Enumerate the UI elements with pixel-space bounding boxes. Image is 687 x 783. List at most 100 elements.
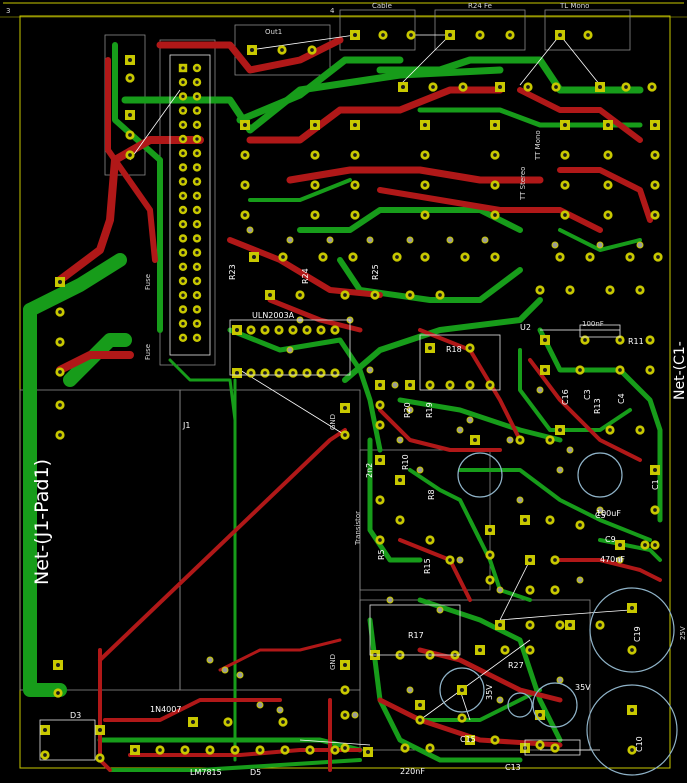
drill-hole xyxy=(58,370,62,374)
drill-hole xyxy=(630,606,634,610)
drill-hole xyxy=(366,750,370,754)
drill-hole xyxy=(280,48,284,52)
front-copper-traces xyxy=(56,36,662,772)
drill-hole xyxy=(428,538,432,542)
label-c10: C10 xyxy=(635,736,644,752)
drill-hole xyxy=(291,328,295,332)
drill-hole xyxy=(263,371,267,375)
drill-hole xyxy=(43,728,47,732)
label-r18: R18 xyxy=(446,345,462,354)
drill-hole xyxy=(526,85,530,89)
drill-hole xyxy=(181,321,185,326)
label-c9: C9 xyxy=(605,535,616,544)
drill-hole xyxy=(181,279,185,283)
drill-hole xyxy=(305,328,309,332)
label-220nf: 220nF xyxy=(400,767,425,776)
drill-hole xyxy=(608,428,612,432)
via xyxy=(406,406,414,414)
drill-hole xyxy=(353,153,357,157)
drill-hole xyxy=(653,508,657,512)
drill-hole xyxy=(648,368,652,372)
drill-hole xyxy=(408,383,412,387)
drill-hole xyxy=(523,518,527,522)
back-copper-traces xyxy=(23,42,663,772)
drill-hole xyxy=(653,468,657,472)
drill-hole xyxy=(308,748,312,752)
via xyxy=(446,236,454,244)
drill-hole xyxy=(653,153,657,157)
corner-label-4: 4 xyxy=(330,7,335,15)
drill-hole xyxy=(333,371,337,375)
label-fuse-2: Fuse xyxy=(144,344,152,360)
drill-hole xyxy=(181,123,185,127)
drill-hole xyxy=(313,153,317,157)
via xyxy=(366,236,374,244)
drill-hole xyxy=(195,151,199,155)
drill-hole xyxy=(291,371,295,375)
drill-hole xyxy=(351,255,355,259)
drill-hole xyxy=(195,336,199,340)
drill-hole xyxy=(478,33,482,37)
via xyxy=(636,241,644,249)
drill-hole xyxy=(195,279,199,283)
drill-hole xyxy=(648,338,652,342)
label-c19: C19 xyxy=(633,626,642,642)
drill-hole xyxy=(43,753,47,757)
drill-hole xyxy=(528,648,532,652)
drill-hole xyxy=(373,293,377,297)
drill-hole xyxy=(518,438,522,442)
drill-hole xyxy=(181,194,185,198)
label-35v-b: 35V xyxy=(485,684,494,700)
drill-hole xyxy=(563,153,567,157)
drill-hole xyxy=(408,293,412,297)
drill-hole xyxy=(195,137,199,141)
drill-hole xyxy=(252,255,256,259)
drill-hole xyxy=(298,293,302,297)
drill-hole xyxy=(195,321,199,326)
via xyxy=(456,426,464,434)
drill-hole xyxy=(428,746,432,750)
label-470nf: 470nF xyxy=(600,555,625,564)
via xyxy=(406,236,414,244)
via xyxy=(221,666,229,674)
drill-hole xyxy=(158,748,162,752)
drill-hole xyxy=(498,85,502,89)
drill-hole xyxy=(313,123,317,127)
board-edge: 3 4 xyxy=(0,2,687,769)
drill-hole xyxy=(56,691,60,695)
electrolytic-capacitors xyxy=(439,452,678,776)
drill-hole xyxy=(423,255,427,259)
drill-hole xyxy=(378,403,382,407)
label-100nf: 100nF xyxy=(582,320,604,328)
drill-hole xyxy=(508,33,512,37)
drill-hole xyxy=(423,213,427,217)
drill-hole xyxy=(606,123,610,127)
drill-hole xyxy=(448,558,452,562)
via xyxy=(556,676,564,684)
drill-hole xyxy=(538,288,542,292)
drill-hole xyxy=(181,250,185,255)
drill-hole xyxy=(438,293,442,297)
drill-hole xyxy=(277,371,281,375)
drill-hole xyxy=(378,423,382,427)
drill-hole xyxy=(128,58,132,62)
drill-hole xyxy=(638,288,642,292)
drill-hole xyxy=(343,293,347,297)
label-tt-mono: TT Mono xyxy=(534,130,542,161)
drill-hole xyxy=(503,648,507,652)
drill-hole xyxy=(583,338,587,342)
label-c16: C16 xyxy=(561,389,570,405)
drill-hole xyxy=(554,85,558,89)
drill-hole xyxy=(381,33,385,37)
ic-silkscreen xyxy=(39,319,621,761)
drill-hole xyxy=(56,663,60,667)
label-c1: C1 xyxy=(651,479,660,490)
drill-hole xyxy=(313,213,317,217)
drill-hole xyxy=(181,179,185,184)
label-r24-fe: R24 Fe xyxy=(468,2,492,10)
drill-hole xyxy=(628,255,632,259)
label-1n4007: 1N4007 xyxy=(150,705,181,714)
drill-hole xyxy=(488,528,492,532)
drill-hole xyxy=(343,406,347,410)
